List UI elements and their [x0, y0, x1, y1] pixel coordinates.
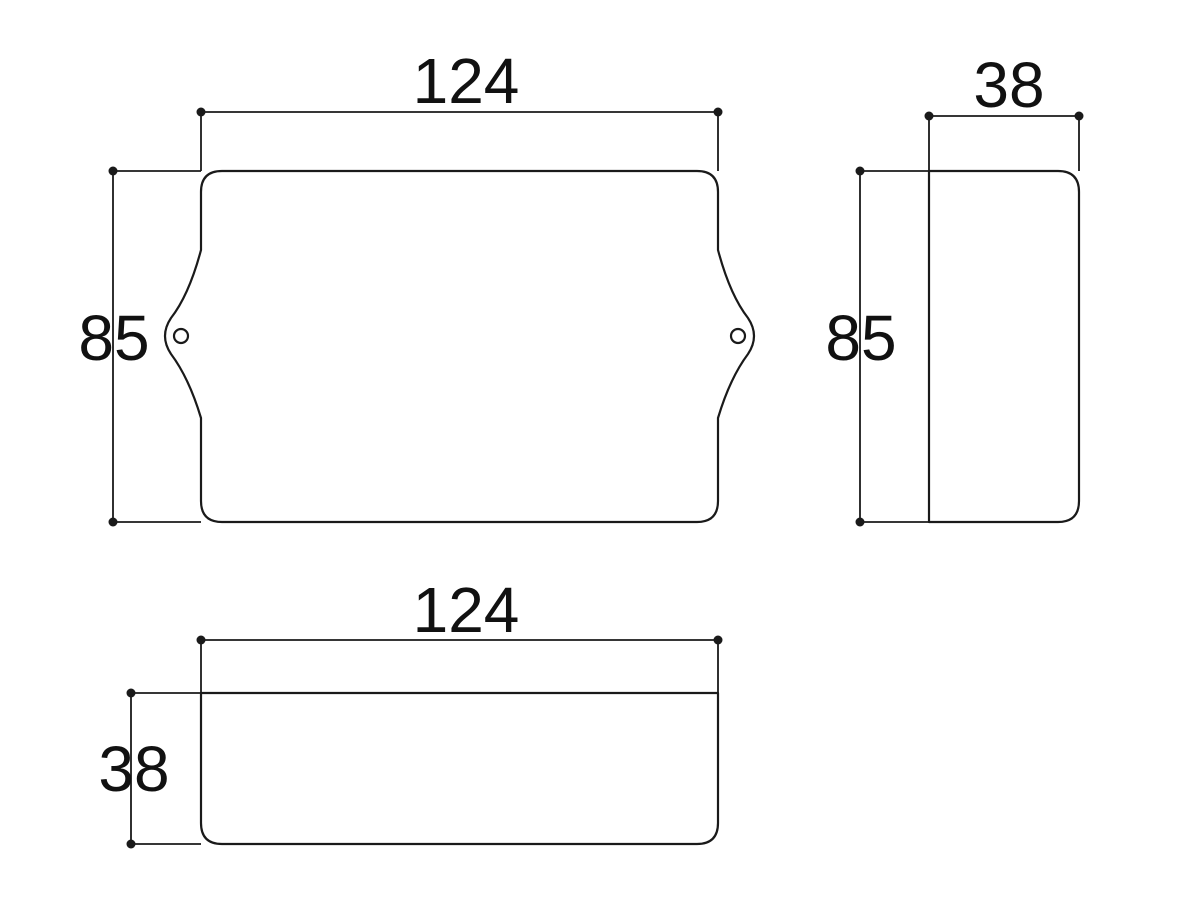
front-height-label: 85 [78, 302, 149, 374]
bottom-view-outline [199, 691, 720, 846]
mounting-hole-left [172, 327, 190, 345]
side-depth-label: 38 [973, 49, 1044, 121]
bottom-width-label: 124 [413, 574, 520, 646]
bottom-view: 124 38 [98, 574, 723, 849]
bottom-depth-label: 38 [98, 733, 169, 805]
mounting-hole-right [729, 327, 747, 345]
side-height-label: 85 [825, 302, 896, 374]
bottom-width-dimension: 124 [196, 574, 723, 693]
front-width-label: 124 [413, 45, 520, 117]
front-width-dimension: 124 [196, 45, 723, 171]
front-view: 124 85 [78, 45, 756, 527]
side-view-outline [927, 169, 1081, 524]
side-height-dimension: 85 [825, 166, 929, 527]
front-height-dimension: 85 [78, 166, 201, 527]
side-depth-dimension: 38 [924, 49, 1084, 171]
side-view: 38 85 [825, 49, 1084, 527]
bottom-depth-dimension: 38 [98, 688, 201, 849]
front-view-outline [163, 169, 756, 524]
